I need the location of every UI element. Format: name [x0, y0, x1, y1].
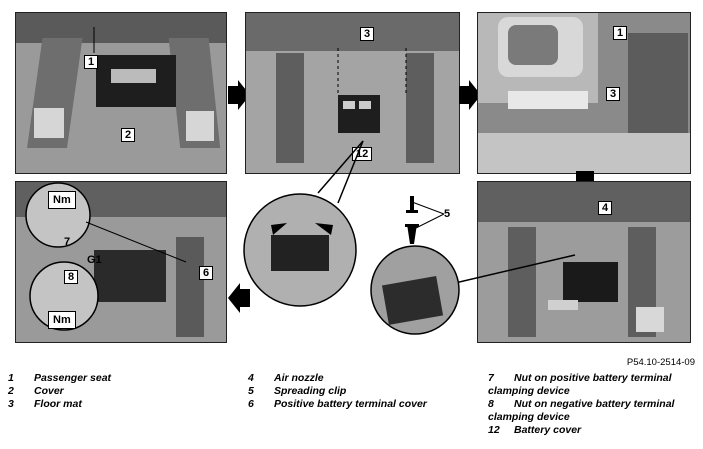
arrow-left-icon: [228, 283, 250, 313]
callout-3: 3: [606, 87, 621, 101]
photo-panel-floor-mat: 3 12: [245, 12, 460, 174]
figure-reference: P54.10-2514-09: [626, 357, 695, 368]
photo-panel-seat-floormat: 1 3: [477, 12, 691, 174]
callout-8: 8: [64, 270, 79, 284]
seat-floormat-photo: [478, 13, 690, 173]
callout-g1: G1: [87, 254, 102, 266]
callout-3: 3: [360, 27, 375, 41]
arrow-right-icon: [228, 80, 250, 110]
callout-5: 5: [444, 208, 451, 220]
callout-6: 6: [199, 266, 214, 280]
air-nozzle-zoom: [370, 245, 576, 335]
seat-cover-photo: [16, 13, 226, 173]
spreading-clip-zoom: [243, 140, 364, 307]
photo-panel-seat-cover: 1 2: [15, 12, 227, 174]
photo-panel-battery-terminals: Nm 7 8 Nm G1 6: [15, 181, 227, 343]
torque-nm-label: Nm: [48, 311, 76, 329]
callout-2: 2: [121, 128, 136, 142]
callout-4: 4: [598, 201, 613, 215]
callout-leader: [411, 201, 445, 231]
photo-panel-air-nozzle: 4: [477, 181, 691, 343]
torque-nm-label: Nm: [48, 191, 76, 209]
arrow-right-icon: [459, 80, 481, 110]
callout-7: 7: [64, 236, 71, 248]
callout-1: 1: [84, 55, 99, 69]
air-nozzle-photo: [478, 182, 690, 342]
floor-mat-photo: [246, 13, 459, 173]
callout-1: 1: [613, 26, 628, 40]
